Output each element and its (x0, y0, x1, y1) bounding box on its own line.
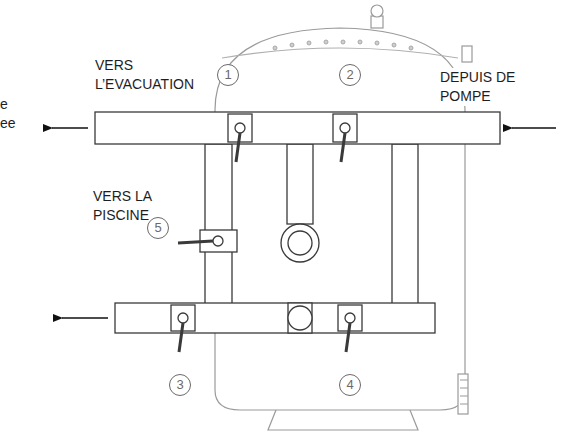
valve-manifold (95, 112, 500, 352)
callout-number: 4 (339, 374, 361, 396)
filter-tank (215, 5, 472, 430)
cropped-text: ee (0, 114, 16, 133)
flow-label: VERS L’EVACUATION (95, 56, 215, 94)
callout-number: 1 (217, 64, 239, 86)
callout-number: 5 (147, 217, 169, 239)
flow-arrows (52, 128, 556, 318)
callout-number: 3 (169, 374, 191, 396)
cropped-text: e (0, 95, 8, 114)
callout-number: 2 (339, 64, 361, 86)
flow-label: DEPUIS DE POMPE (440, 68, 530, 106)
